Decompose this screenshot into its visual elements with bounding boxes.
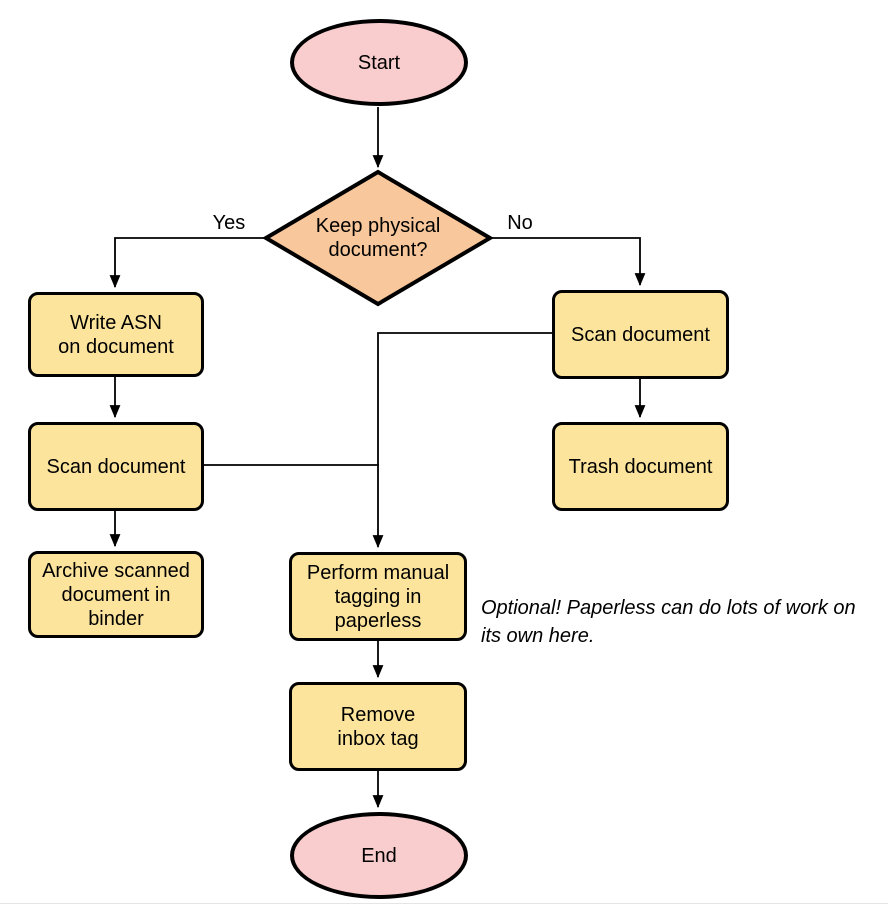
decision-diamond-shape: [262, 169, 494, 307]
node-archive-in-binder: Archive scanned document in binder: [28, 551, 204, 638]
edge-decision-yes-to-write-asn: [109, 237, 265, 289]
node-start: Start: [290, 19, 468, 106]
edge-decision-no-to-scan-right: [490, 237, 646, 287]
node-end: End: [290, 812, 468, 899]
edge-label-no: No: [507, 212, 533, 234]
node-decision-label: Keep physical document?: [315, 215, 441, 261]
node-trash-document: Trash document: [552, 422, 729, 511]
node-remove-inbox-tag-label: Remove inbox tag: [337, 703, 419, 750]
node-remove-inbox-tag: Remove inbox tag: [289, 682, 467, 771]
node-trash-document-label: Trash document: [568, 455, 713, 478]
edge-label-yes: Yes: [212, 212, 246, 234]
annotation-note: Optional! Paperless can do lots of work …: [481, 597, 856, 647]
node-archive-in-binder-label: Archive scanned document in binder: [42, 559, 190, 630]
node-scan-document-left: Scan document: [28, 422, 204, 511]
node-end-label: End: [361, 844, 397, 867]
node-manual-tagging-label: Perform manual tagging in paperless: [306, 561, 450, 632]
edge-scan-right-to-tagging: [372, 332, 552, 549]
node-scan-document-right: Scan document: [552, 290, 729, 379]
node-scan-document-left-label: Scan document: [46, 455, 186, 478]
node-write-asn-label: Write ASN on document: [58, 311, 174, 358]
node-scan-document-right-label: Scan document: [571, 323, 710, 346]
node-start-label: Start: [357, 51, 401, 74]
node-manual-tagging: Perform manual tagging in paperless: [289, 552, 467, 641]
bottom-border-line: [0, 903, 888, 904]
node-write-asn: Write ASN on document: [28, 292, 204, 377]
